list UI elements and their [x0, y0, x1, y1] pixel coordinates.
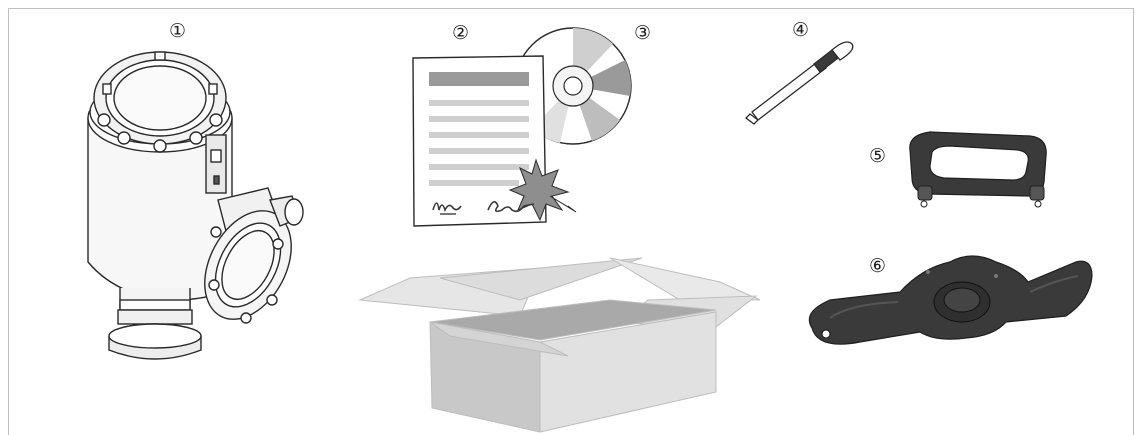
callout-3: ③: [634, 22, 652, 44]
marker-pen: [745, 41, 854, 125]
transmitter-device: [87, 51, 304, 360]
handle-bracket: [909, 131, 1047, 208]
service-wrench: [808, 255, 1093, 345]
callout-6: ⑥: [869, 255, 887, 277]
figure-frame: [8, 8, 1134, 435]
callout-4: ④: [792, 19, 810, 41]
certificate-document: [412, 55, 577, 227]
callout-1: ①: [169, 20, 187, 42]
callout-2: ②: [452, 22, 470, 44]
callout-5: ⑤: [869, 145, 887, 167]
packaging-box: [358, 257, 761, 433]
